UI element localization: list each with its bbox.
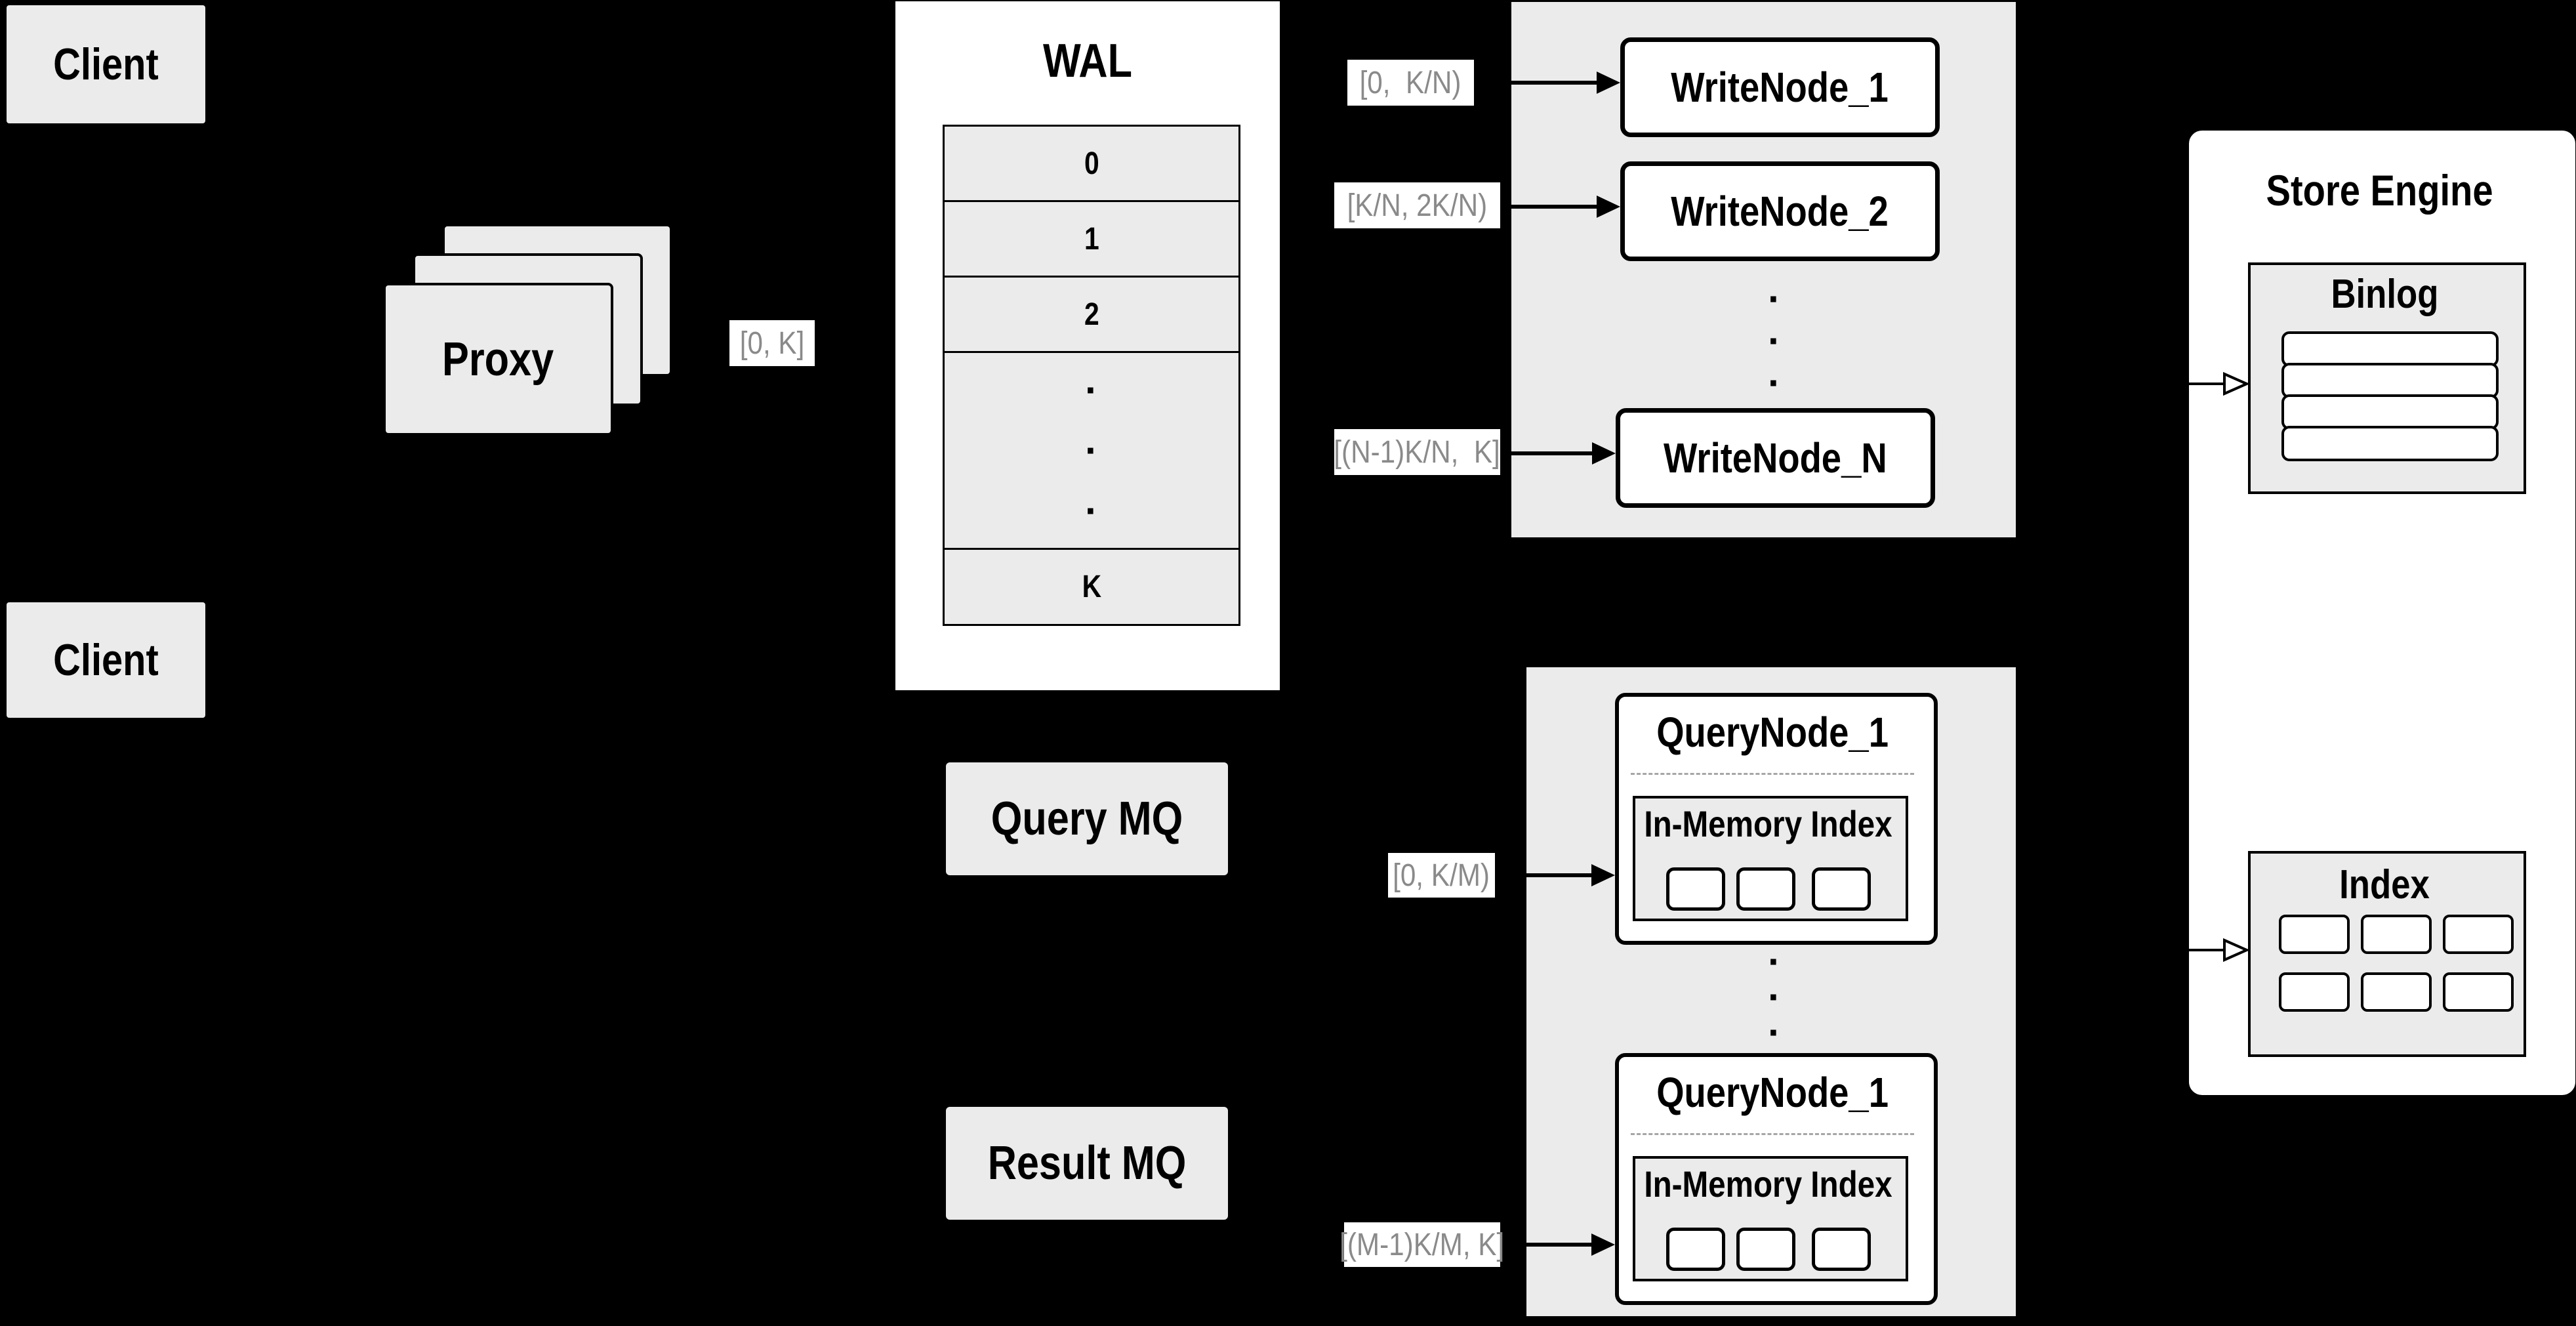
index-title: Index [2339,861,2430,907]
query-node-1-title: QueryNode_1 [1656,709,1889,756]
index-segment-cell [1812,867,1871,911]
store-engine-title-wrap: Store Engine [2186,161,2573,220]
write-node-1-label: WriteNode_1 [1671,64,1889,111]
range-label-query-m: [(M-1)K/M, K] [1339,1222,1505,1267]
range-label-write-n: [(N-1)K/N, K] [1334,429,1500,475]
in-memory-index-1-title: In-Memory Index [1643,802,1892,844]
query-node-ellipsis-dots: · · · [1768,940,1781,1054]
result-mq-label: Result MQ [987,1137,1187,1190]
wal-title: WAL [1043,35,1132,87]
index-cell [2361,915,2432,954]
range-label-write-2: [K/N, 2K/N) [1334,182,1500,228]
result-mq-box: Result MQ [946,1107,1228,1220]
binlog-row [2281,394,2499,430]
in-memory-index-1-title-wrap: In-Memory Index [1633,802,1903,844]
arrow-right-icon [1499,864,1615,886]
arrow-right-icon [1501,72,1620,94]
range-label-proxy-to-wal-text: [0, K] [739,325,805,361]
index-segment-cell [1812,1228,1871,1271]
proxy-label: Proxy [442,333,554,386]
arrow-open-right-icon [2189,938,2250,963]
range-label-write-n-text: [(N-1)K/N, K] [1334,434,1501,470]
query-mq-box: Query MQ [946,762,1228,875]
query-node-2-title: QueryNode_1 [1656,1069,1889,1116]
store-engine-title: Store Engine [2266,166,2493,215]
dashed-divider [1631,1133,1914,1135]
binlog-row [2281,426,2499,461]
binlog-row [2281,363,2499,398]
range-label-write-2-text: [K/N, 2K/N) [1347,188,1488,223]
query-node-ellipsis-wrap: · · · [1732,940,1817,1054]
write-node-ellipsis-wrap: · · · [1732,276,1817,407]
index-cell [2443,915,2514,954]
in-memory-index-2-title: In-Memory Index [1643,1163,1892,1205]
proxy-card-front: Proxy [383,283,613,436]
wal-row-1: 1 [945,202,1238,278]
index-cell [2361,972,2432,1012]
wal-ellipsis-dots: · · · [1085,367,1098,533]
wal-row-2-label: 2 [1084,297,1099,332]
range-label-write-1: [0, K/N) [1347,60,1474,106]
arrow-right-icon [1499,1233,1615,1256]
index-segment-cell [1666,1228,1725,1271]
client-box-top: Client [7,5,205,123]
wal-row-k: K [945,550,1238,624]
write-node-2: WriteNode_2 [1620,161,1940,261]
arrow-open-right-icon [2189,371,2250,396]
wal-row-0: 0 [945,127,1238,202]
range-label-query-1: [0, K/M) [1388,853,1495,898]
client-top-label: Client [53,39,159,89]
query-mq-label: Query MQ [991,793,1183,845]
arrow-right-icon [1501,442,1616,465]
index-title-wrap: Index [2248,858,2521,911]
wal-title-wrap: WAL [895,31,1280,91]
range-label-write-1-text: [0, K/N) [1360,65,1462,100]
binlog-row [2281,331,2499,367]
client-box-bottom: Client [7,602,205,718]
query-node-1-title-wrap: QueryNode_1 [1615,702,1930,762]
index-segment-cell [1736,1228,1795,1271]
query-node-2-title-wrap: QueryNode_1 [1615,1062,1930,1123]
index-box [2248,851,2526,1057]
range-label-query-1-text: [0, K/M) [1393,858,1490,893]
index-cell [2443,972,2514,1012]
arrow-right-icon [1501,196,1620,218]
index-segment-cell [1666,867,1725,911]
wal-row-ellipsis: · · · [945,353,1238,550]
range-label-query-m-text: [(M-1)K/M, K] [1339,1227,1505,1262]
in-memory-index-2-title-wrap: In-Memory Index [1633,1163,1903,1205]
wal-row-1-label: 1 [1084,221,1099,257]
write-node-ellipsis-dots: · · · [1768,277,1781,405]
wal-row-0-label: 0 [1084,146,1099,181]
binlog-title: Binlog [2331,271,2438,317]
wal-row-2: 2 [945,278,1238,353]
wal-log-table: 0 1 2 · · · K [943,125,1240,626]
dashed-divider [1631,773,1914,775]
client-bottom-label: Client [53,635,159,685]
index-cell [2279,972,2350,1012]
wal-row-k-label: K [1082,570,1101,604]
write-node-1: WriteNode_1 [1620,37,1940,137]
index-segment-cell [1736,867,1795,911]
binlog-title-wrap: Binlog [2248,268,2521,320]
write-node-2-label: WriteNode_2 [1671,188,1889,235]
write-node-n: WriteNode_N [1616,408,1935,508]
index-cell [2279,915,2350,954]
write-node-n-label: WriteNode_N [1664,434,1887,482]
range-label-proxy-to-wal: [0, K] [729,320,815,366]
